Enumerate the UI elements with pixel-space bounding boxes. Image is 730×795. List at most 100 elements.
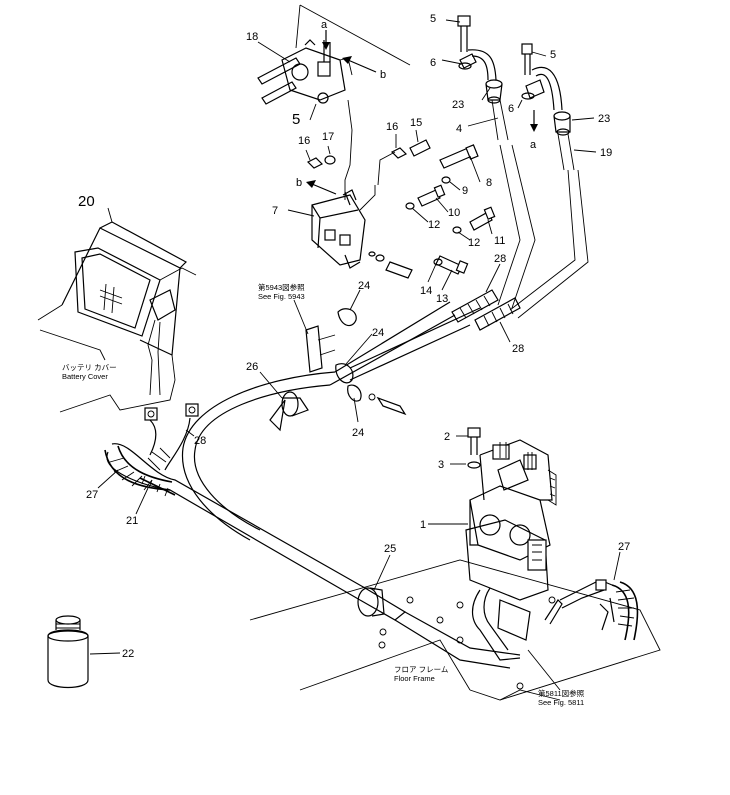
- nut-16a: [306, 157, 324, 169]
- washer-9: [441, 176, 451, 184]
- callout-12b: 12: [468, 237, 480, 249]
- callout-27-left: 27: [86, 489, 98, 501]
- washer-12a: [405, 202, 415, 210]
- callout-5-right: 5: [550, 49, 556, 61]
- sleeve-21: [139, 475, 176, 497]
- cable-clamp-upper: [459, 49, 497, 81]
- callout-11: 11: [494, 235, 505, 247]
- callout-28a: 28: [494, 253, 506, 265]
- callout-24a: 24: [358, 280, 370, 292]
- callout-26: 26: [246, 361, 258, 373]
- key-switch-18: [257, 4, 411, 105]
- harness-lower-loop: [471, 587, 563, 661]
- bolt-5-upper: [457, 15, 471, 52]
- battery-cover-en: Battery Cover: [62, 372, 108, 381]
- switch-assembly-7: [311, 189, 366, 269]
- harness-27-right: [559, 579, 639, 641]
- fig-5943-en: See Fig. 5943: [258, 292, 305, 301]
- callout-7: 7: [272, 205, 278, 217]
- left-connector-plugs: [144, 403, 199, 421]
- washer-3: [467, 461, 481, 469]
- callout-labels: 18 a b 5 5 6 23 4 5 6 a 23 19 16 17 16 1…: [78, 13, 630, 660]
- callout-16b: 16: [386, 121, 398, 133]
- bolt-8: [439, 144, 479, 169]
- fig-5811-jp: 第5811図参照: [538, 688, 585, 698]
- callout-4: 4: [456, 123, 462, 135]
- callout-6-upper: 6: [430, 57, 436, 69]
- washer-17: [324, 155, 336, 165]
- clip-24-upper: [337, 308, 357, 327]
- annotations: 第5943図参照 See Fig. 5943 バッテリ カバー Battery …: [62, 282, 585, 707]
- callout-15: 15: [410, 117, 422, 129]
- callout-5-mid: 5: [292, 111, 300, 128]
- callout-8: 8: [486, 177, 492, 189]
- corrugated-sleeve-28b: [474, 297, 521, 331]
- bolt-11: [469, 206, 496, 231]
- washer-14: [433, 258, 443, 266]
- corrugated-sleeve-27-left: [104, 417, 191, 491]
- callout-5-upper: 5: [430, 13, 436, 25]
- callout-19: 19: [600, 147, 612, 159]
- callout-17: 17: [322, 131, 334, 143]
- callout-23-right: 23: [598, 113, 610, 125]
- washer-12b: [452, 226, 462, 234]
- bolt-5-right: [521, 43, 533, 75]
- bolt-13: [435, 255, 469, 275]
- clip-24-mid: [335, 363, 354, 384]
- callout-22: 22: [122, 648, 134, 660]
- view-marker-b-top: [342, 56, 377, 73]
- bottle-22: [47, 615, 89, 689]
- callout-a-right: a: [530, 139, 537, 151]
- callout-9: 9: [462, 185, 468, 197]
- bracket-fig-5943: [305, 325, 336, 373]
- callout-28b: 28: [512, 343, 524, 355]
- battery-cover-box: [37, 221, 197, 413]
- view-marker-a-right: [530, 110, 538, 132]
- callout-21: 21: [126, 515, 138, 527]
- grommet-23-left: [485, 79, 503, 104]
- callout-3: 3: [438, 459, 444, 471]
- callout-16a: 16: [298, 135, 310, 147]
- view-marker-a-top: [322, 30, 330, 50]
- callout-10: 10: [448, 207, 460, 219]
- callout-23-left: 23: [452, 99, 464, 111]
- terminal-15: [409, 139, 431, 157]
- cable-clamp-right: [525, 66, 563, 111]
- fig-5943-jp: 第5943図参照: [258, 282, 305, 292]
- callout-a-top: a: [321, 19, 328, 31]
- washer-6-upper: [458, 62, 472, 70]
- callout-25: 25: [384, 543, 396, 555]
- callout-24c: 24: [352, 427, 364, 439]
- battery-cover-jp: バッテリ カバー: [62, 363, 117, 372]
- fig-5811-en: See Fig. 5811: [538, 698, 584, 707]
- callout-20: 20: [78, 193, 95, 210]
- leader-lines: [89, 19, 621, 691]
- callout-28c: 28: [194, 435, 206, 447]
- battery-grid-icon: [99, 283, 123, 314]
- callout-1: 1: [420, 519, 426, 531]
- bolt-lower-switch: [368, 251, 413, 279]
- view-marker-b-mid: [306, 180, 337, 195]
- corrugated-sleeve-28a: [451, 289, 499, 323]
- bolt-10: [417, 184, 446, 207]
- callout-27-right: 27: [618, 541, 630, 553]
- floor-frame-jp: フロア フレーム: [394, 665, 448, 674]
- callout-13: 13: [436, 293, 448, 305]
- bolt-2: [467, 427, 481, 455]
- callout-18: 18: [246, 31, 258, 43]
- callout-2: 2: [444, 431, 450, 443]
- grommet-23-right: [553, 111, 571, 136]
- callout-24b: 24: [372, 327, 384, 339]
- callout-6-right: 6: [508, 103, 514, 115]
- clip-24-lower: [347, 384, 407, 416]
- washer-6-right: [521, 92, 535, 100]
- callout-14: 14: [420, 285, 432, 297]
- grommet-25: [357, 587, 385, 617]
- monitor-unit-1: [465, 439, 557, 601]
- grommet-26: [281, 391, 309, 417]
- callout-b-mid: b: [296, 177, 302, 189]
- callout-12a: 12: [428, 219, 440, 231]
- floor-frame: [249, 559, 661, 701]
